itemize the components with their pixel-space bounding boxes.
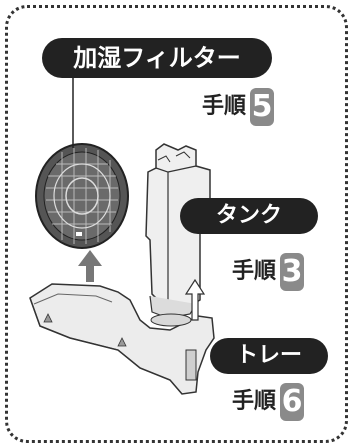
up-arrow-icon [184, 278, 206, 321]
tray-label: トレー [210, 338, 328, 374]
tray-step: 手順 6 [232, 383, 305, 421]
step-word: 手順 [202, 94, 247, 119]
tray-illustration [29, 283, 215, 395]
tank-label: タンク [180, 198, 318, 234]
step-number-badge: 6 [280, 383, 305, 421]
dotted-border-frame [5, 5, 348, 443]
up-arrow-icon [78, 250, 102, 282]
humidifier-filter-illustration [35, 143, 129, 249]
tank-step: 手順 3 [232, 253, 305, 291]
water-tank-illustration [145, 143, 211, 327]
step-word: 手順 [232, 259, 277, 284]
filter-step: 手順 5 [202, 88, 275, 126]
step-number-badge: 3 [280, 253, 305, 291]
filter-label: 加湿フィルター [42, 38, 272, 78]
step-word: 手順 [232, 389, 277, 414]
step-number-badge: 5 [250, 88, 275, 126]
